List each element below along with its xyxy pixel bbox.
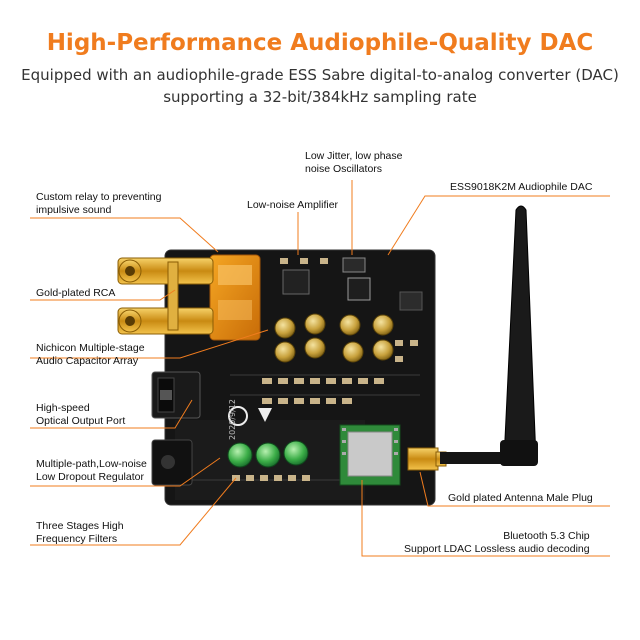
dac-chip [347, 277, 371, 301]
subtitle-line-1: Equipped with an audiophile-grade ESS Sa… [21, 66, 619, 84]
oscillator [342, 257, 366, 273]
callout-lines [30, 180, 610, 557]
antenna [440, 205, 538, 466]
subtitle-line-2: supporting a 32-bit/384kHz sampling rate [163, 88, 477, 106]
label-amplifier: Low-noise Amplifier [247, 199, 339, 211]
page-title: High-Performance Audiophile-Quality DAC [46, 30, 594, 56]
rca-jacks [117, 257, 214, 335]
regulator-capacitors [227, 440, 309, 468]
board-date-print: 2020/9/12 [228, 399, 237, 440]
label-antenna: Gold plated Antenna Male Plug [448, 492, 593, 504]
capacitor-array [274, 313, 394, 363]
antenna-plug [407, 447, 439, 471]
label-dac: ESS9018K2M Audiophile DAC [450, 181, 593, 193]
label-rca: Gold-plated RCA [36, 287, 116, 299]
amplifier-chip [282, 269, 310, 295]
